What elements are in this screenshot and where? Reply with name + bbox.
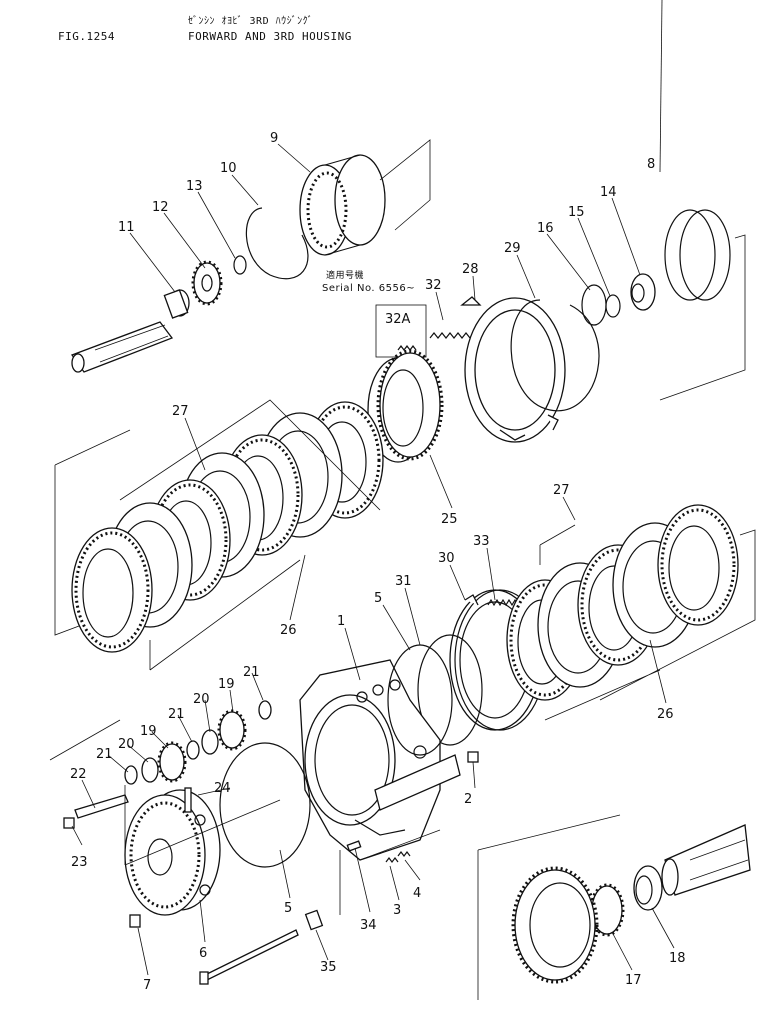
output-brackets <box>477 814 621 1000</box>
callout-29: 29 <box>504 241 521 256</box>
callout-26-lower: 26 <box>657 707 674 722</box>
bearing-21-right <box>258 700 272 720</box>
callout-34: 34 <box>360 918 377 933</box>
washer-20-right <box>201 729 219 755</box>
bearing-21-left <box>124 765 138 785</box>
seal-ring-31 <box>417 634 483 746</box>
clutch-disc-lower-3 <box>657 504 739 626</box>
callout-8: 8 <box>647 157 655 172</box>
figure-title: FORWARD AND 3RD HOUSING <box>188 30 352 43</box>
callout-20-left: 20 <box>118 737 135 752</box>
callout-10: 10 <box>220 161 237 176</box>
callout-31: 31 <box>395 574 412 589</box>
carrier-brackets <box>49 719 281 866</box>
serial-note: Serial No. 6556~ <box>322 283 416 294</box>
callout-24: 24 <box>214 781 231 796</box>
callout-14: 14 <box>600 185 617 200</box>
spring-pin-32 <box>429 332 471 339</box>
bearing-21-mid <box>186 740 200 760</box>
callout-32: 32 <box>425 278 442 293</box>
plug-3 <box>385 857 399 863</box>
callout-35: 35 <box>320 960 337 975</box>
callout-12: 12 <box>152 200 169 215</box>
bolt-7 <box>129 914 141 928</box>
callout-13: 13 <box>186 179 203 194</box>
snap-ring-10 <box>245 207 309 280</box>
seal-ring-16 <box>581 284 607 326</box>
output-shaft <box>661 824 751 896</box>
ring-gear-9 <box>299 154 386 256</box>
callout-11: 11 <box>118 220 135 235</box>
callout-22: 22 <box>70 767 87 782</box>
hub-25 <box>367 349 444 463</box>
callout-28: 28 <box>462 262 479 277</box>
callout-18: 18 <box>669 951 686 966</box>
snap-ring-15 <box>605 294 621 318</box>
callout-2: 2 <box>464 792 472 807</box>
figure-title-japanese: ｾﾞﾝｼﾝ ｵﾖﾋﾞ 3RD ﾊｳｼﾞﾝｸﾞ <box>188 16 314 27</box>
serial-note-japanese: 適用号機 <box>326 271 365 281</box>
bearing-14 <box>630 273 656 311</box>
gear-19-left <box>157 741 187 783</box>
housing-callout-leaders <box>339 829 441 915</box>
housing-1 <box>299 659 461 861</box>
clutch-disc-upper-4 <box>71 527 153 653</box>
callout-20-right: 20 <box>193 692 210 707</box>
ring-gear-9-bracket <box>379 139 431 231</box>
pin-24 <box>184 787 192 813</box>
callout-leaders <box>71 0 675 976</box>
plug-4 <box>397 851 411 857</box>
ring-gear-lower <box>511 866 599 984</box>
gear-17 <box>589 883 625 937</box>
carrier-6 <box>124 789 221 916</box>
figure-number: FIG.1254 <box>58 30 115 43</box>
spring-pin-32a <box>397 345 417 351</box>
callout-19-right: 19 <box>218 677 235 692</box>
seal-rings-8 <box>664 209 731 301</box>
plug-2 <box>467 751 479 763</box>
bearing-11 <box>163 289 190 319</box>
callout-16: 16 <box>537 221 554 236</box>
callout-3: 3 <box>393 903 401 918</box>
input-shaft <box>70 321 174 373</box>
callout-23: 23 <box>71 855 88 870</box>
gear-19-right <box>217 709 247 751</box>
callout-21-right: 21 <box>243 665 260 680</box>
plug-23 <box>63 817 75 829</box>
seal-ring-29 <box>510 299 600 412</box>
callout-21-mid: 21 <box>168 707 185 722</box>
callout-21-left: 21 <box>96 747 113 762</box>
callout-26-upper: 26 <box>280 623 297 638</box>
callout-4: 4 <box>413 886 421 901</box>
callout-33: 33 <box>473 534 490 549</box>
clutch-pack-upper-brackets <box>119 399 381 671</box>
callout-1: 1 <box>337 614 345 629</box>
seal-ring-5-lower <box>219 742 311 868</box>
snap-ring-13 <box>233 255 247 275</box>
callout-27-upper: 27 <box>172 404 189 419</box>
callout-15: 15 <box>568 205 585 220</box>
clutch-pack-lower-brackets <box>539 524 756 721</box>
gear-12 <box>191 260 223 306</box>
spring-33 <box>487 598 519 607</box>
callout-5-lower: 5 <box>284 901 292 916</box>
shaft-22 <box>74 794 129 819</box>
callout-30: 30 <box>438 551 455 566</box>
washer-20-left <box>141 757 159 783</box>
callout-9: 9 <box>270 131 278 146</box>
callout-6: 6 <box>199 946 207 961</box>
callout-32a: 32A <box>385 312 411 327</box>
callout-19-left: 19 <box>140 724 157 739</box>
callout-25: 25 <box>441 512 458 527</box>
callout-5-upper: 5 <box>374 591 382 606</box>
callout-17: 17 <box>625 973 642 988</box>
bearing-18 <box>633 865 663 911</box>
callout-27-lower: 27 <box>553 483 570 498</box>
seal-rings-8-bracket <box>659 234 746 401</box>
callout-7: 7 <box>143 978 151 993</box>
bushing-35 <box>304 909 324 931</box>
long-bolt <box>199 929 299 985</box>
